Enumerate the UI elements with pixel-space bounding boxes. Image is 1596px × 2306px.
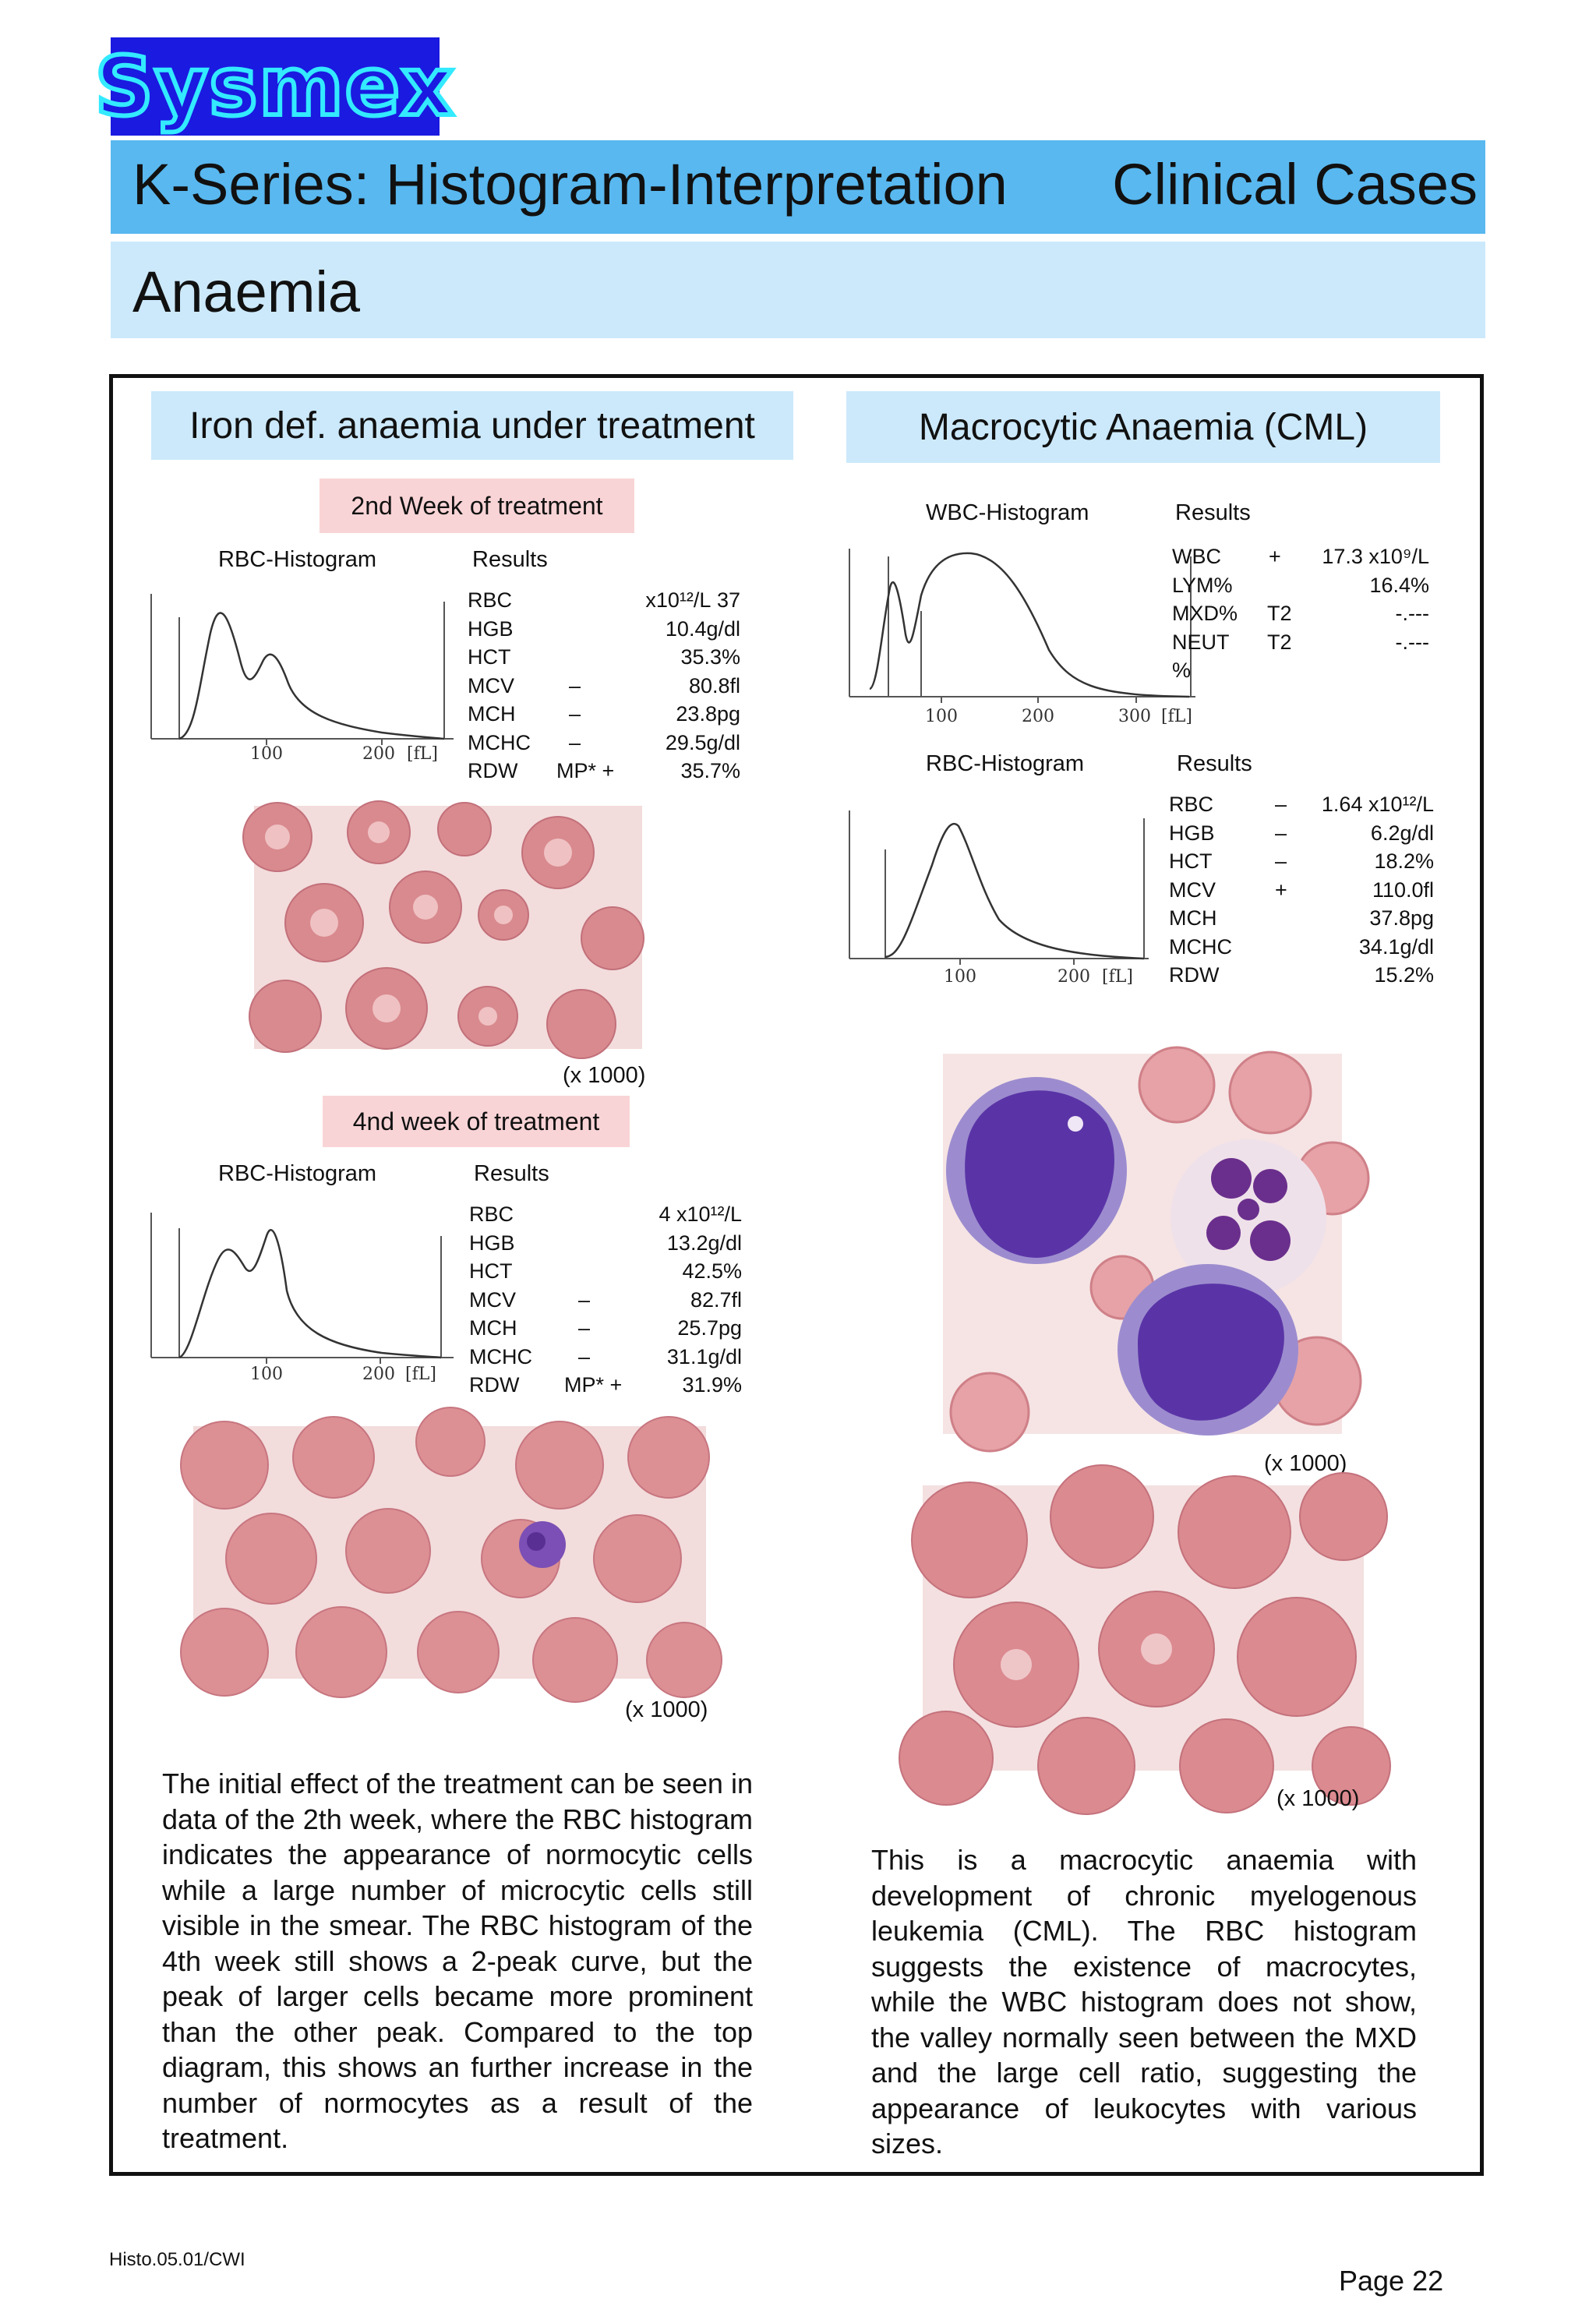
wbc-results-table: WBC+17.3 x10⁹/L LYM%16.4% MXD%T2-.--- NE… — [1172, 542, 1429, 685]
cml-row-hct: HCT–18.2% — [1169, 849, 1434, 873]
left-heading-text: Iron def. anaemia under treatment — [189, 404, 755, 447]
week2-results-label: Results — [472, 547, 548, 572]
week4-magnification: (x 1000) — [625, 1697, 708, 1722]
right-description: This is a macrocytic anaemia with develo… — [871, 1844, 1417, 2159]
week2-histogram-label: RBC-Histogram — [218, 547, 377, 572]
page-number: Page 22 — [1339, 2265, 1444, 2297]
week4-results-label: Results — [474, 1161, 549, 1186]
week4-rbc-histogram: 100 200 [fL] — [148, 1205, 457, 1386]
wbc-axis-tick-100: 100 — [925, 707, 958, 726]
week4-histogram-label: RBC-Histogram — [218, 1161, 377, 1186]
cml-rbc-axis-tick-200: 200 — [1058, 967, 1090, 987]
cml-rbc-axis-tick-100: 100 — [944, 967, 976, 987]
week4-row-mch: MCH–25.7pg — [469, 1316, 742, 1340]
cml-magnification-1: (x 1000) — [1264, 1451, 1347, 1476]
cml-rbc-results-table: RBC–1.64 x10¹²/L HGB–6.2g/dl HCT–18.2% M… — [1169, 790, 1434, 990]
left-heading: Iron def. anaemia under treatment — [151, 391, 793, 460]
wbc-row-percent: % — [1172, 659, 1192, 682]
week2-axis-unit: [fL] — [407, 744, 438, 764]
right-heading: Macrocytic Anaemia (CML) — [846, 391, 1440, 463]
wbc-axis-unit: [fL] — [1161, 707, 1192, 726]
week2-row-mch: MCH–23.8pg — [468, 702, 740, 726]
wbc-row-mxd: MXD%T2-.--- — [1172, 602, 1429, 625]
wbc-results-label: Results — [1175, 500, 1251, 525]
week4-axis-unit: [fL] — [405, 1365, 436, 1384]
cml-rbc-histogram-label: RBC-Histogram — [926, 751, 1085, 776]
wbc-axis-tick-300: 300 — [1118, 707, 1151, 726]
week2-label: 2nd Week of treatment — [320, 479, 634, 533]
week2-label-text: 2nd Week of treatment — [351, 491, 603, 520]
week2-axis-tick-100: 100 — [250, 744, 283, 764]
section-title: Clinical Cases — [1112, 152, 1478, 217]
week4-row-mcv: MCV–82.7fl — [469, 1287, 742, 1312]
subtitle-band: Anaemia — [111, 242, 1485, 338]
week2-row-mchc: MCHC–29.5g/dl — [468, 730, 740, 754]
week4-blood-smear-image — [180, 1407, 722, 1703]
right-heading-text: Macrocytic Anaemia (CML) — [918, 406, 1368, 448]
week2-blood-smear-image — [242, 800, 644, 1059]
cml-rbc-axis-unit: [fL] — [1102, 967, 1133, 987]
wbc-row-wbc: WBC+17.3 x10⁹/L — [1172, 545, 1429, 568]
cml-macrocyte-smear-image — [899, 1464, 1391, 1815]
cml-magnification-2: (x 1000) — [1276, 1786, 1360, 1811]
week2-magnification: (x 1000) — [563, 1063, 646, 1088]
cml-row-mcv: MCV+110.0fl — [1169, 878, 1434, 902]
page-subtitle: Anaemia — [132, 260, 361, 324]
left-description: The initial effect of the treatment can … — [162, 1767, 753, 2154]
cml-row-rbc: RBC–1.64 x10¹²/L — [1169, 793, 1434, 816]
wbc-histogram-label: WBC-Histogram — [926, 500, 1089, 525]
week4-axis-tick-100: 100 — [250, 1365, 283, 1384]
week4-label-text: 4nd week of treatment — [352, 1107, 600, 1135]
wbc-axis-tick-200: 200 — [1022, 707, 1054, 726]
wbc-row-lym: LYM%16.4% — [1172, 573, 1429, 597]
cml-row-hgb: HGB–6.2g/dl — [1169, 821, 1434, 845]
cml-leukocyte-smear-image — [943, 1046, 1370, 1453]
wbc-histogram: 100 200 300 [fL] — [846, 541, 1199, 734]
cml-rbc-histogram: 100 200 [fL] — [846, 803, 1152, 993]
document-id: Histo.05.01/CWI — [109, 2249, 245, 2270]
week2-row-mcv: MCV–80.8fl — [468, 673, 740, 697]
week4-label: 4nd week of treatment — [323, 1096, 630, 1147]
page-title: K-Series: Histogram-Interpretation — [132, 152, 1008, 217]
sysmex-logo: Sysmex — [93, 37, 456, 136]
week2-rbc-histogram: 100 200 [fL] — [148, 586, 457, 765]
cml-rbc-results-label: Results — [1177, 751, 1252, 776]
week4-axis-tick-200: 200 — [362, 1365, 395, 1384]
week4-row-mchc: MCHC–31.1g/dl — [469, 1344, 742, 1368]
title-band: K-Series: Histogram-Interpretation Clini… — [111, 140, 1485, 234]
logo-text: Sysmex — [93, 39, 457, 134]
week2-axis-tick-200: 200 — [362, 744, 395, 764]
